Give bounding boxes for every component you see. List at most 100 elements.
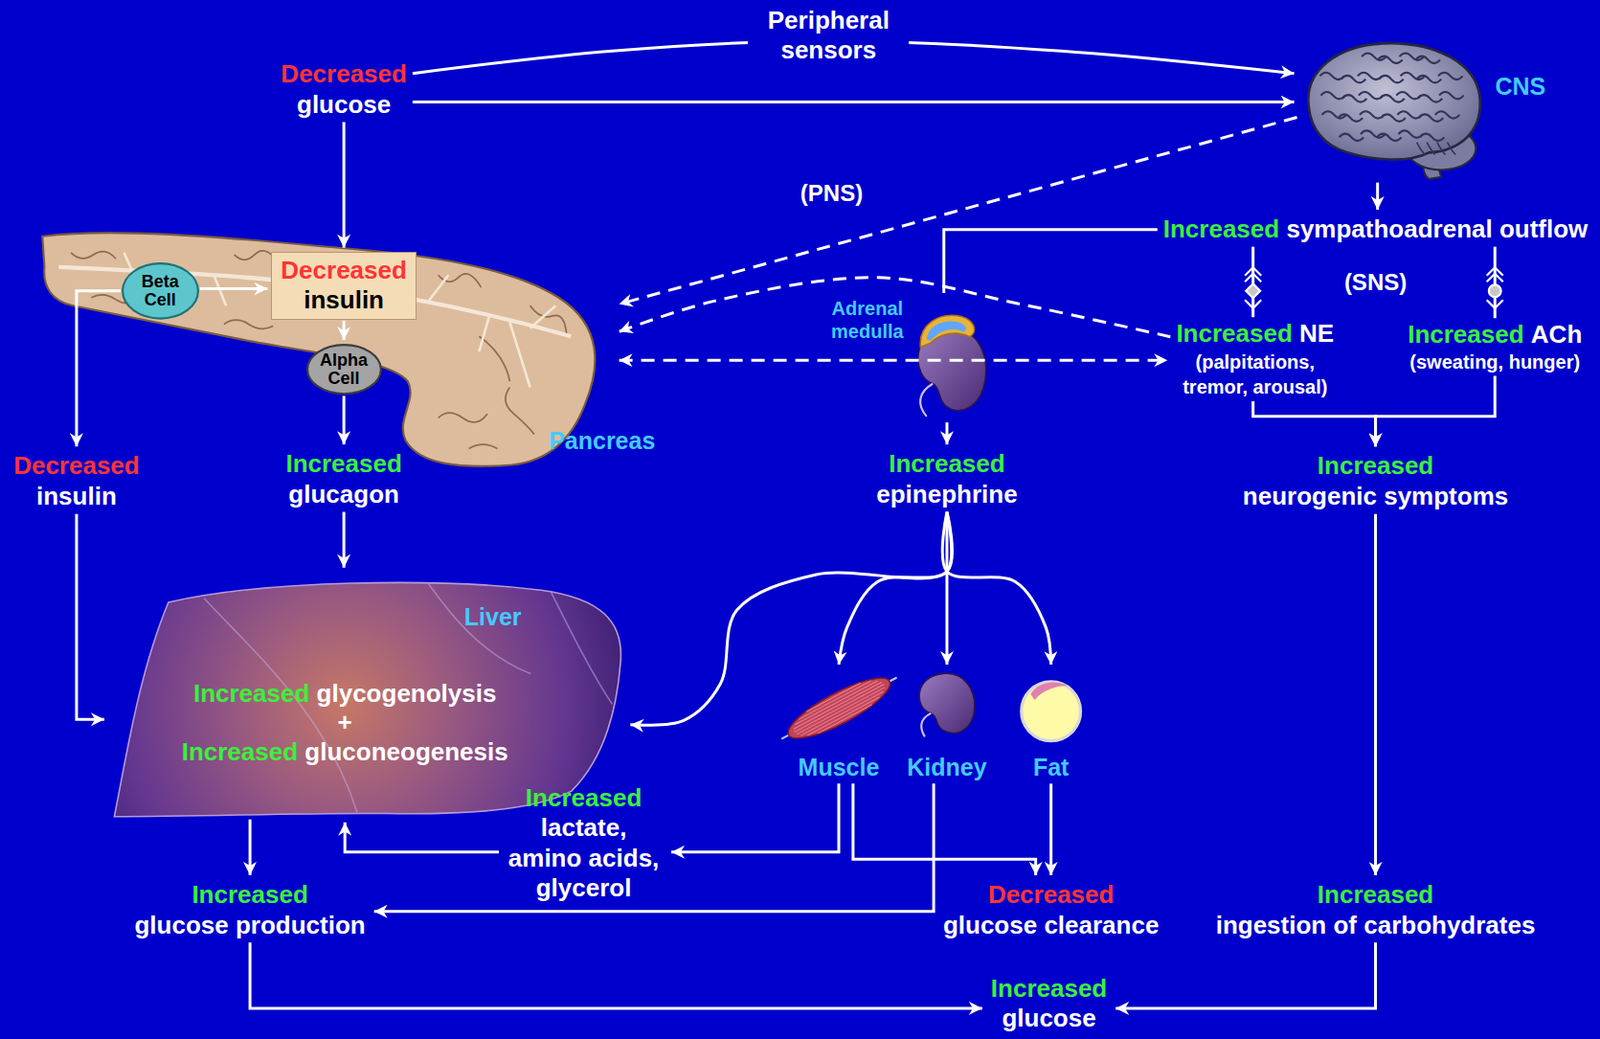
adrenal-medulla-core	[926, 320, 967, 340]
node-text: Decreased	[280, 59, 407, 89]
text-line: lactate, amino acids, glycerol	[504, 812, 663, 903]
duct-branch	[479, 315, 491, 352]
brain-outline	[1307, 44, 1481, 160]
pancreas-lobule	[71, 251, 117, 260]
nerve-label: (SNS)	[1344, 269, 1407, 297]
connector-arrow	[249, 942, 983, 1009]
fat-cell-nucleus	[1030, 682, 1067, 700]
node-text: Increased	[991, 973, 1107, 1003]
text-node: Increasedingestion of carbohydrates	[1211, 878, 1541, 942]
text-node: Decreasedinsulin	[8, 450, 145, 513]
connector-arrow	[853, 783, 1037, 876]
node-text: lactate, amino acids, glycerol	[504, 812, 663, 903]
node-text: gluconeogenesis	[304, 737, 508, 767]
tendon	[781, 677, 897, 740]
node-text: Fat	[1033, 753, 1070, 781]
node-text: Decreased	[988, 879, 1115, 909]
pancreas-lobule	[224, 320, 273, 330]
node-text: Liver	[464, 603, 522, 631]
connector-arrow	[342, 512, 346, 568]
beta-cell-shape	[122, 263, 199, 319]
text-line: Alpha Cell	[314, 351, 374, 388]
node-text: Increased	[1317, 450, 1434, 480]
receptor-chevron	[1487, 267, 1504, 282]
organ-node: LiverIncreasedglycogenolysis+Increasedgl…	[108, 571, 627, 819]
text-line: Kidney	[906, 752, 987, 783]
node-text: ingestion of carbohydrates	[1216, 910, 1536, 940]
pancreas-lobule	[469, 445, 498, 450]
node-text: Increased	[525, 783, 642, 812]
text-line: +	[338, 707, 353, 739]
ach-synapse-symbol	[1487, 267, 1504, 309]
connector-arrow	[1251, 247, 1255, 318]
muscle-fiber	[817, 704, 872, 734]
node-text: neurogenic symptoms	[1242, 481, 1509, 511]
brain-fold	[1378, 75, 1404, 83]
duct-branch	[530, 306, 557, 329]
connector-arrow	[619, 359, 1169, 362]
pancreas-lobule	[438, 413, 488, 424]
muscle-belly	[781, 667, 897, 748]
node-text: sympathoadrenal outflow	[1285, 214, 1588, 244]
muscle-fiber	[795, 687, 884, 735]
text-node: Increasedglucose	[986, 972, 1112, 1036]
text-line: Muscle	[798, 752, 880, 783]
edge-label: Peripheral sensors	[747, 5, 909, 66]
node-text: CNS	[1494, 72, 1546, 100]
text-line: Increased	[504, 783, 663, 814]
organ-node: Muscle	[770, 668, 909, 783]
node-text: Decreased	[13, 450, 140, 480]
text-line: (sweating, hunger)	[1407, 350, 1582, 374]
node-text: NE	[1299, 318, 1334, 348]
text-line: Increasedsympathoadrenal outflow	[1163, 214, 1589, 246]
node-text: Muscle	[798, 753, 880, 781]
text-node: Increasedneurogenic symptoms	[1238, 450, 1513, 513]
connector-arrow	[1049, 783, 1053, 876]
muscle-fiber	[793, 684, 884, 733]
text-line: Beta Cell	[130, 272, 190, 310]
node-text: +	[338, 707, 353, 737]
text-line: IncreasedACh	[1407, 319, 1582, 351]
brain-fold	[1340, 75, 1366, 83]
text-node: IncreasedNE(palpitations, tremor, arousa…	[1171, 317, 1339, 401]
node-text: epinephrine	[876, 479, 1017, 509]
node-text: Pancreas	[548, 427, 655, 454]
text-node: Increasedlactate, amino acids, glycerol	[499, 782, 668, 904]
node-text: glucose	[1001, 1003, 1096, 1033]
text-line: glucose	[991, 1003, 1107, 1035]
muscle-fiber	[807, 697, 879, 736]
node-text: (palpitations, tremor, arousal)	[1175, 349, 1334, 400]
pancreas-outline	[43, 233, 596, 468]
connector-arrow	[1374, 514, 1377, 876]
connector-arrow	[342, 320, 346, 340]
duct-branch	[428, 275, 450, 303]
connector-arrow	[838, 512, 952, 665]
text-line: (palpitations, tremor, arousal)	[1175, 349, 1334, 400]
cerebellum-fold	[1416, 142, 1425, 156]
cerebellum-fold	[1446, 142, 1456, 156]
node-text: Increased	[1163, 214, 1280, 244]
organ-node: Kidney	[911, 668, 986, 783]
nerve-label: (PNS)	[800, 180, 863, 208]
text-line: Increasedgluconeogenesis	[181, 737, 509, 768]
text-line: neurogenic symptoms	[1242, 481, 1509, 513]
cerebellum-fold	[1436, 142, 1445, 156]
node-text: Increased	[1317, 879, 1434, 909]
text-line: Decreased	[280, 255, 407, 287]
connector-arrow	[1253, 401, 1376, 447]
alpha-cell-shape	[307, 344, 382, 394]
node-text: glucose	[296, 90, 391, 119]
connector-arrow	[412, 100, 1295, 104]
node-text: glycogenolysis	[316, 678, 497, 708]
text-line: IncreasedNE	[1175, 318, 1334, 350]
text-line: glucose	[280, 90, 407, 121]
organ-node: Beta Cell	[121, 262, 200, 320]
cerebellum-fold	[1426, 142, 1436, 156]
brain-fold	[1439, 91, 1465, 99]
text-line: Decreased	[13, 450, 140, 482]
receptor-chevron	[1487, 299, 1504, 309]
text-line: Increased	[1216, 879, 1536, 911]
connector-arrow	[942, 512, 1051, 665]
duct-branch	[214, 275, 227, 307]
node-text: ACh	[1531, 319, 1582, 349]
